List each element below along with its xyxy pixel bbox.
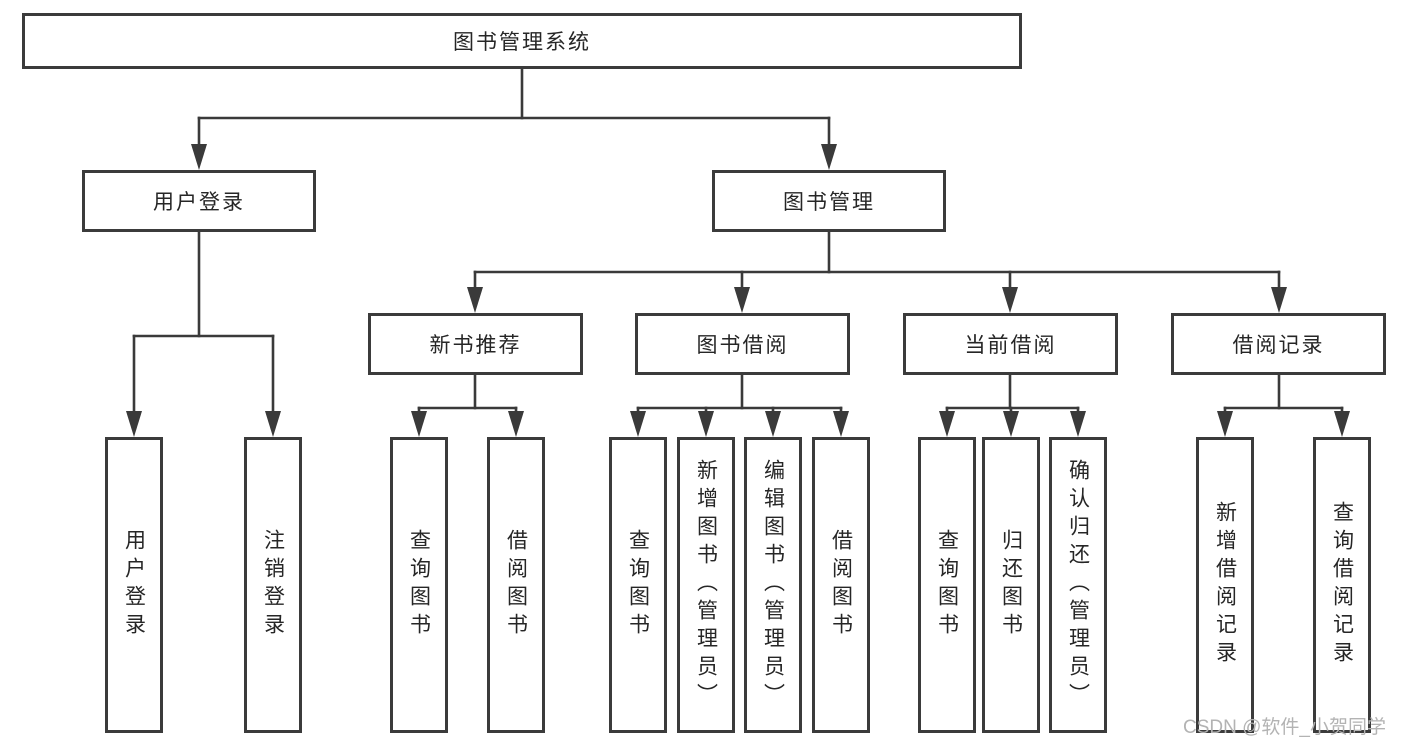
watermark-text: CSDN @软件_小贺同学 <box>1183 717 1386 738</box>
node-leaf-add-books-admin: 新增图书（管理员） <box>677 437 735 733</box>
node-leaf-query-books-2: 查询图书 <box>609 437 667 733</box>
node-new-book-recommend: 新书推荐 <box>368 313 583 375</box>
node-label: 查询图书 <box>626 529 650 641</box>
node-current-borrowing: 当前借阅 <box>903 313 1118 375</box>
node-label: 图书借阅 <box>696 334 789 357</box>
node-leaf-confirm-return-admin: 确认归还（管理员） <box>1049 437 1107 733</box>
edge-root-to-level2 <box>191 67 837 170</box>
node-label: 查询图书 <box>407 529 431 641</box>
edge-book-mgmt-to-level3 <box>467 230 1287 313</box>
node-label: 查询图书 <box>935 529 959 641</box>
node-label: 新增图书（管理员） <box>694 459 718 711</box>
node-label: 新书推荐 <box>429 334 522 357</box>
edge-new-book-rec-to-leaves <box>411 373 524 437</box>
node-leaf-user-login: 用户登录 <box>105 437 163 733</box>
node-label: 借阅记录 <box>1232 334 1325 357</box>
node-leaf-edit-books-admin: 编辑图书（管理员） <box>744 437 802 733</box>
edge-book-borrow-to-leaves <box>630 373 849 437</box>
node-leaf-return-books: 归还图书 <box>982 437 1040 733</box>
node-leaf-query-borrow-record: 查询借阅记录 <box>1313 437 1371 733</box>
node-label: 新增借阅记录 <box>1213 501 1237 669</box>
node-book-borrowing: 图书借阅 <box>635 313 850 375</box>
node-leaf-borrow-books-2: 借阅图书 <box>812 437 870 733</box>
edge-borrow-record-to-leaves <box>1217 373 1350 437</box>
edge-current-borrow-to-leaves <box>939 373 1086 437</box>
node-label: 查询借阅记录 <box>1330 501 1354 669</box>
node-label: 编辑图书（管理员） <box>761 459 785 711</box>
node-leaf-borrow-books-1: 借阅图书 <box>487 437 545 733</box>
node-leaf-logout: 注销登录 <box>244 437 302 733</box>
node-label: 确认归还（管理员） <box>1066 459 1090 711</box>
node-label: 用户登录 <box>122 529 146 641</box>
node-label: 借阅图书 <box>829 529 853 641</box>
node-label: 借阅图书 <box>504 529 528 641</box>
node-borrowing-records: 借阅记录 <box>1171 313 1386 375</box>
node-label: 归还图书 <box>999 529 1023 641</box>
node-leaf-query-books-3: 查询图书 <box>918 437 976 733</box>
node-book-management: 图书管理 <box>712 170 946 232</box>
node-label: 用户登录 <box>153 191 245 214</box>
node-leaf-add-borrow-record: 新增借阅记录 <box>1196 437 1254 733</box>
node-label: 图书管理 <box>783 191 875 214</box>
node-root-system: 图书管理系统 <box>22 13 1022 69</box>
node-leaf-query-books-1: 查询图书 <box>390 437 448 733</box>
edge-user-login-to-leaves <box>126 230 281 437</box>
node-user-login: 用户登录 <box>82 170 316 232</box>
node-label: 注销登录 <box>261 529 285 641</box>
node-label: 当前借阅 <box>964 334 1057 357</box>
node-label: 图书管理系统 <box>453 31 591 54</box>
